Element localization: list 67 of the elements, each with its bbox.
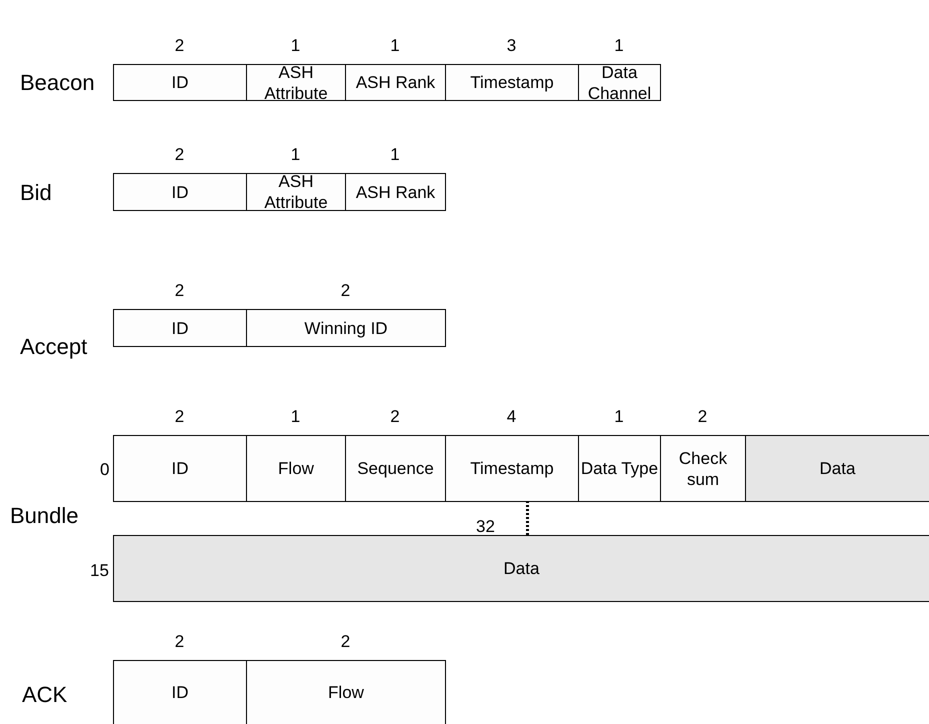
byte-size: 1 — [613, 407, 625, 427]
byte-size: 2 — [174, 281, 186, 301]
offset-number: 32 — [476, 516, 495, 538]
field-box — [578, 435, 661, 502]
byte-size: 1 — [389, 36, 401, 56]
field-box — [246, 64, 346, 101]
message-name: Bundle — [10, 503, 79, 529]
field-box — [660, 435, 746, 502]
field-box — [113, 435, 247, 502]
field-name: Flow — [327, 682, 365, 703]
field-box — [345, 64, 446, 101]
field-name: Data — [818, 458, 856, 479]
byte-size: 1 — [290, 36, 302, 56]
field-box — [345, 173, 446, 211]
byte-size: 3 — [506, 36, 518, 56]
byte-size: 2 — [174, 36, 186, 56]
field-name: ID — [170, 318, 190, 338]
field-box — [113, 660, 247, 724]
byte-size: 2 — [696, 407, 708, 427]
field-name: Data Channel — [586, 62, 652, 104]
field-box — [578, 64, 661, 101]
byte-size: 1 — [613, 36, 625, 56]
dotted-connector — [526, 501, 529, 535]
field-box — [113, 309, 247, 347]
message-name: Bid — [20, 180, 52, 206]
field-box — [445, 64, 579, 101]
field-name: ASH Attribute — [263, 171, 329, 213]
message-name: ACK — [22, 682, 68, 708]
field-box — [246, 435, 346, 502]
byte-size: 2 — [174, 407, 186, 427]
field-name: ID — [170, 182, 190, 202]
byte-size: 2 — [174, 145, 186, 165]
field-box — [113, 535, 929, 602]
field-name: Timestamp — [469, 458, 555, 479]
byte-size: 2 — [340, 632, 352, 652]
field-box — [113, 173, 247, 211]
field-name: ASH Rank — [354, 72, 436, 93]
byte-size: 2 — [174, 632, 186, 652]
field-name: Data — [502, 558, 540, 579]
offset-number: 15 — [90, 560, 109, 582]
field-name: Timestamp — [469, 72, 555, 93]
field-name: Sequence — [356, 458, 435, 479]
byte-size: 1 — [290, 407, 302, 427]
field-name: ASH Rank — [354, 182, 436, 202]
field-box — [246, 309, 446, 347]
byte-size: 1 — [389, 145, 401, 165]
field-box — [246, 173, 346, 211]
offset-number: 0 — [100, 459, 110, 481]
byte-size: 4 — [506, 407, 518, 427]
field-name: ASH Attribute — [263, 62, 329, 104]
field-name: ID — [170, 682, 190, 703]
byte-size: 2 — [389, 407, 401, 427]
message-name: Accept — [20, 334, 88, 360]
byte-size: 2 — [340, 281, 352, 301]
field-name: ID — [170, 458, 190, 479]
field-name: ID — [170, 72, 190, 93]
field-box — [345, 435, 446, 502]
field-box — [745, 435, 929, 502]
field-name: Flow — [277, 458, 315, 479]
field-box — [113, 64, 247, 101]
field-name: Winning ID — [303, 318, 389, 338]
field-name: Data Type — [580, 458, 660, 479]
byte-size: 1 — [290, 145, 302, 165]
field-box — [445, 435, 579, 502]
message-name: Beacon — [20, 70, 95, 96]
field-box — [246, 660, 446, 724]
field-name: Check sum — [678, 448, 728, 490]
